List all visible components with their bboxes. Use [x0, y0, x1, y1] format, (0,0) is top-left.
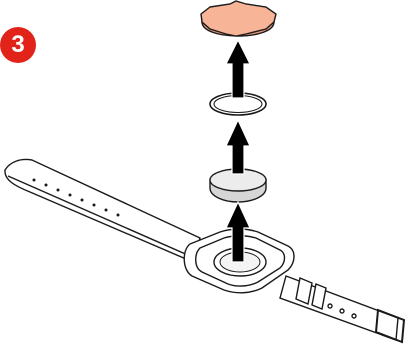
left-strap [4, 158, 201, 263]
strap-keeper [295, 277, 313, 305]
up-arrow-battery [225, 200, 251, 263]
battery-cover [200, 0, 277, 37]
right-strap [279, 275, 399, 341]
strap-keeper-2 [311, 283, 327, 310]
strap-holes [32, 178, 120, 217]
left-strap-edge [7, 175, 191, 257]
up-arrow-cover [225, 38, 251, 99]
watch-band-case [4, 158, 406, 344]
buckle [374, 308, 406, 344]
up-arrow-gasket [225, 118, 251, 175]
step-number-badge: 3 [0, 27, 36, 63]
right-strap-holes [327, 303, 357, 319]
arrows [225, 38, 251, 263]
